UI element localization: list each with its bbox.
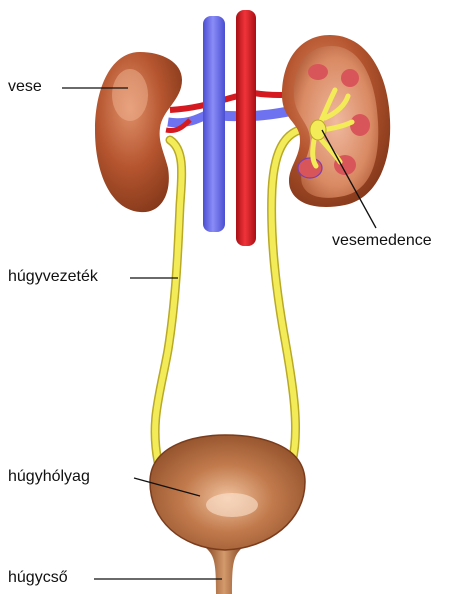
renal-pyramid (298, 158, 322, 178)
renal-pyramid (341, 69, 359, 87)
label-ureter: húgyvezeték (8, 268, 98, 286)
label-urethra: húgycső (8, 569, 68, 587)
label-bladder: húgyhólyag (8, 468, 90, 486)
label-renal-pelvis: vesemedence (332, 232, 432, 250)
inferior-vena-cava (203, 16, 225, 232)
left-kidney-highlight (112, 69, 148, 121)
renal-pyramid (350, 114, 370, 136)
label-kidney: vese (8, 78, 42, 96)
renal-pelvis-core (310, 120, 326, 140)
aorta (236, 10, 256, 246)
urethra (206, 548, 242, 594)
bladder-highlight (206, 493, 258, 517)
bladder (150, 435, 305, 550)
renal-pyramid (308, 64, 328, 80)
